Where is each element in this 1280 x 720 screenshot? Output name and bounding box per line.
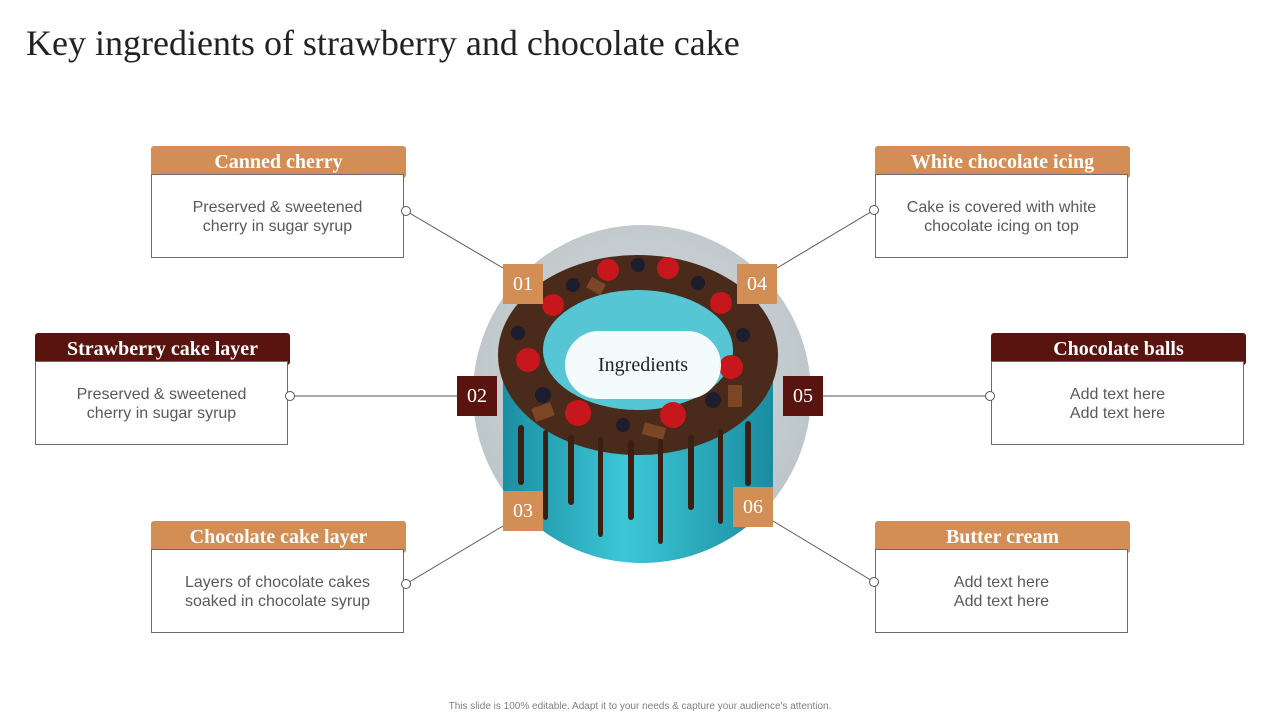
card-text: Layers of chocolate cakes soaked in choc… — [151, 549, 404, 633]
card-text-line: Add text here — [953, 574, 1050, 591]
connector-dot-06 — [869, 577, 879, 587]
card-chocolate-cake-layer: Chocolate cake layer Layers of chocolate… — [151, 521, 406, 634]
card-text-line: Layers of chocolate cakes — [185, 574, 370, 591]
card-heading: Strawberry cake layer — [35, 333, 290, 365]
card-text-line: Add text here — [1069, 405, 1166, 422]
card-text-line: chocolate icing on top — [924, 218, 1079, 235]
card-heading: Butter cream — [875, 521, 1130, 553]
number-badge-02: 02 — [457, 376, 497, 416]
connector-03 — [405, 525, 504, 585]
number-badge-06: 06 — [733, 487, 773, 527]
number-badge-01: 01 — [503, 264, 543, 304]
card-white-chocolate-icing: White chocolate icing Cake is covered wi… — [875, 146, 1130, 259]
card-chocolate-balls: Chocolate balls Add text here Add text h… — [991, 333, 1246, 446]
card-text-line: cherry in sugar syrup — [202, 218, 353, 235]
center-label: Ingredients — [565, 331, 721, 399]
card-heading: Canned cherry — [151, 146, 406, 178]
card-text: Add text here Add text here — [875, 549, 1128, 633]
number-badge-04: 04 — [737, 264, 777, 304]
card-heading: Chocolate balls — [991, 333, 1246, 365]
connector-dot-02 — [285, 391, 295, 401]
card-butter-cream: Butter cream Add text here Add text here — [875, 521, 1130, 634]
connector-dot-05 — [985, 391, 995, 401]
card-text-line: soaked in chocolate syrup — [185, 593, 370, 610]
card-text-line: Add text here — [1069, 386, 1166, 403]
card-text: Add text here Add text here — [991, 361, 1244, 445]
slide-title: Key ingredients of strawberry and chocol… — [26, 23, 740, 63]
footer-note: This slide is 100% editable. Adapt it to… — [448, 701, 832, 712]
card-text-line: cherry in sugar syrup — [86, 405, 237, 422]
card-canned-cherry: Canned cherry Preserved & sweetened cher… — [151, 146, 406, 259]
card-heading: White chocolate icing — [875, 146, 1130, 178]
card-text-line: Cake is covered with white — [906, 199, 1097, 216]
number-badge-05: 05 — [783, 376, 823, 416]
connector-dot-03 — [401, 579, 411, 589]
card-heading: Chocolate cake layer — [151, 521, 406, 553]
card-text: Preserved & sweetened cherry in sugar sy… — [151, 174, 404, 258]
card-text: Preserved & sweetened cherry in sugar sy… — [35, 361, 288, 445]
card-text-line: Preserved & sweetened — [192, 199, 363, 216]
connector-06 — [772, 520, 875, 583]
number-badge-03: 03 — [503, 491, 543, 531]
connector-dot-04 — [869, 205, 879, 215]
connector-01 — [405, 210, 504, 269]
card-strawberry-cake-layer: Strawberry cake layer Preserved & sweete… — [35, 333, 290, 446]
connector-04 — [776, 209, 875, 269]
card-text: Cake is covered with white chocolate ici… — [875, 174, 1128, 258]
card-text-line: Preserved & sweetened — [76, 386, 247, 403]
card-text-line: Add text here — [953, 593, 1050, 610]
connector-dot-01 — [401, 206, 411, 216]
